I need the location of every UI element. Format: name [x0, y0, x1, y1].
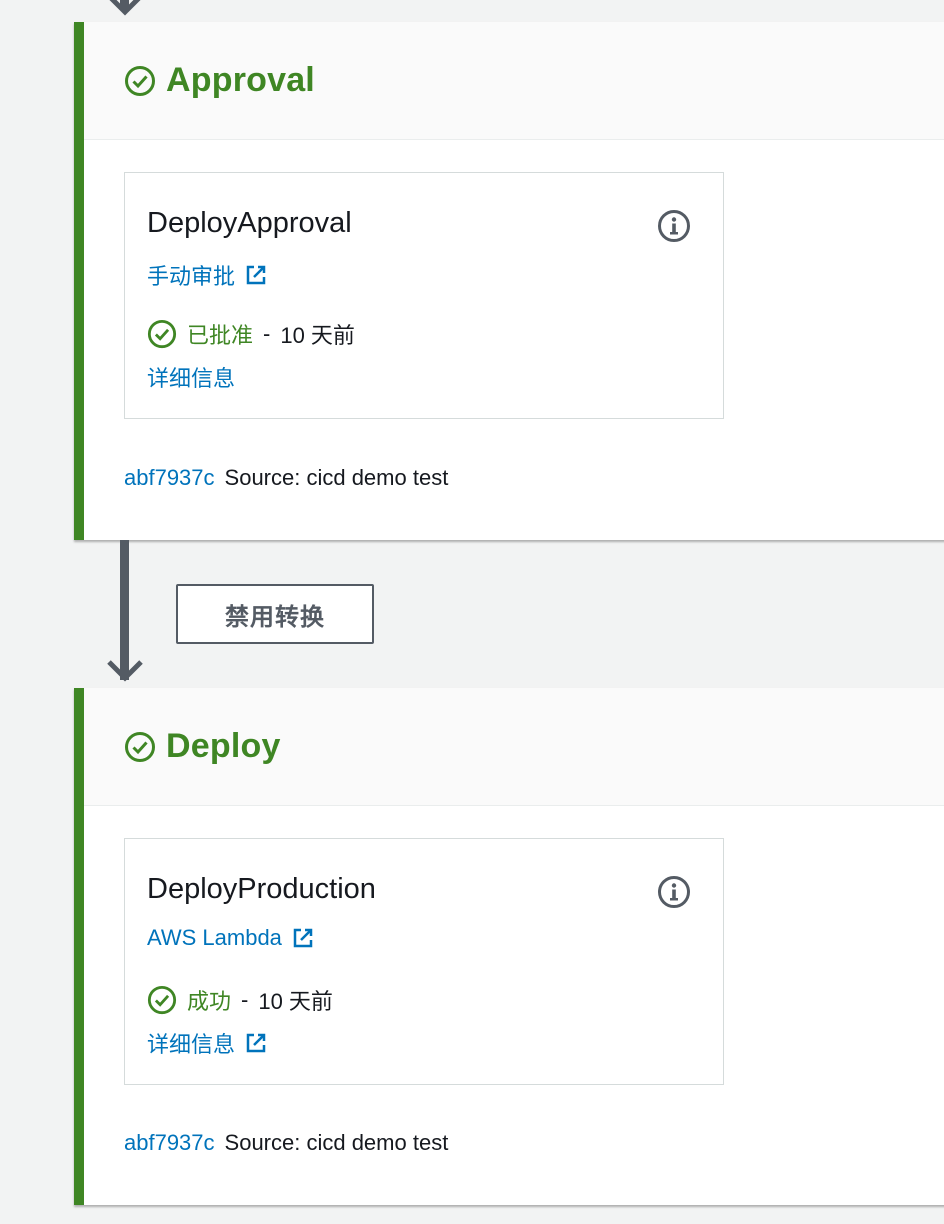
- info-icon[interactable]: [657, 875, 691, 909]
- details-link[interactable]: 详细信息: [147, 1027, 267, 1059]
- status-text: 成功: [187, 989, 232, 1014]
- info-icon[interactable]: [657, 209, 691, 243]
- revision-message: Source: cicd demo test: [224, 465, 449, 490]
- connector-line-top: [120, 0, 129, 10]
- details-link[interactable]: 详细信息: [147, 361, 235, 393]
- provider-link[interactable]: AWS Lambda: [147, 925, 314, 951]
- check-circle-icon: [125, 65, 155, 96]
- disable-transition-button[interactable]: 禁用转换: [176, 584, 374, 644]
- action-name: DeployApproval: [147, 207, 352, 239]
- check-circle-icon: [125, 731, 155, 762]
- revision-id-link[interactable]: abf7937c: [124, 465, 215, 490]
- external-link-icon: [246, 1033, 266, 1053]
- status-text: 已批准: [187, 323, 254, 348]
- provider-label: AWS Lambda: [147, 925, 282, 950]
- status-separator: -: [241, 987, 249, 1012]
- connector-line: [120, 540, 129, 680]
- arrow-down-icon: [109, 0, 141, 16]
- status-time: 10 天前: [280, 323, 355, 348]
- check-circle-icon: [147, 319, 177, 349]
- action-card: DeployApproval 手动审批 已批: [124, 172, 724, 419]
- stage-header: Deploy: [84, 688, 944, 806]
- details-label: 详细信息: [147, 366, 236, 391]
- external-link-icon: [293, 928, 313, 948]
- stage-title: Deploy: [166, 727, 281, 765]
- stage-approval: Approval DeployApproval 手动审批: [74, 22, 944, 540]
- revision-info: abf7937c Source: cicd demo test: [124, 465, 448, 491]
- status-separator: -: [263, 321, 271, 346]
- stage-title: Approval: [166, 61, 315, 99]
- check-circle-icon: [147, 985, 177, 1015]
- status-row: 成功 - 10 天前: [147, 984, 333, 1016]
- provider-link[interactable]: 手动审批: [147, 259, 267, 291]
- stage-deploy: Deploy DeployProduction AWS Lambda: [74, 688, 944, 1205]
- arrow-down-icon: [107, 660, 143, 682]
- status-row: 已批准 - 10 天前: [147, 318, 355, 350]
- provider-label: 手动审批: [147, 264, 236, 289]
- action-name: DeployProduction: [147, 873, 376, 905]
- status-time: 10 天前: [258, 989, 333, 1014]
- revision-info: abf7937c Source: cicd demo test: [124, 1130, 448, 1156]
- revision-id-link[interactable]: abf7937c: [124, 1130, 215, 1155]
- revision-message: Source: cicd demo test: [224, 1130, 449, 1155]
- details-label: 详细信息: [147, 1032, 236, 1057]
- action-card: DeployProduction AWS Lambda: [124, 838, 724, 1085]
- stage-header: Approval: [84, 22, 944, 140]
- external-link-icon: [246, 265, 266, 285]
